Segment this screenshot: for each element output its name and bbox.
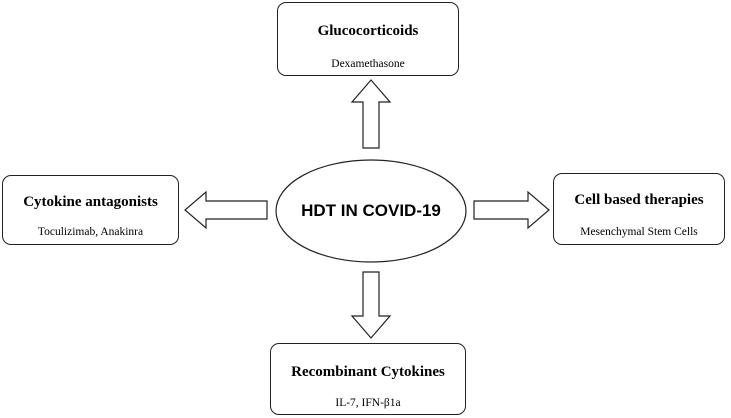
arrow-left-icon (184, 190, 268, 230)
node-title: Cytokine antagonists (23, 194, 158, 210)
node-subtitle: Mesenchymal Stem Cells (580, 226, 698, 238)
node-title: Recombinant Cytokines (291, 364, 445, 380)
center-label: HDT IN COVID-19 (301, 201, 441, 220)
node-cell-based-therapies: Cell based therapies Mesenchymal Stem Ce… (553, 173, 725, 245)
node-subtitle: Toculizimab, Anakinra (37, 226, 144, 238)
center-ellipse (275, 159, 467, 263)
arrow-up-icon (350, 79, 392, 149)
arrow-right-icon (473, 190, 550, 230)
node-recombinant-cytokines: Recombinant Cytokines IL-7, IFN-β1a (270, 343, 466, 415)
node-subtitle: IL-7, IFN-β1a (335, 397, 401, 409)
node-title: Glucocorticoids (317, 23, 419, 39)
arrow-down-icon (350, 271, 392, 339)
node-glucocorticoids: Glucocorticoids Dexamethasone (277, 2, 459, 76)
node-cytokine-antagonists: Cytokine antagonists Toculizimab, Anakin… (2, 175, 179, 245)
node-subtitle: Dexamethasone (331, 58, 405, 70)
node-title: Cell based therapies (574, 192, 704, 208)
